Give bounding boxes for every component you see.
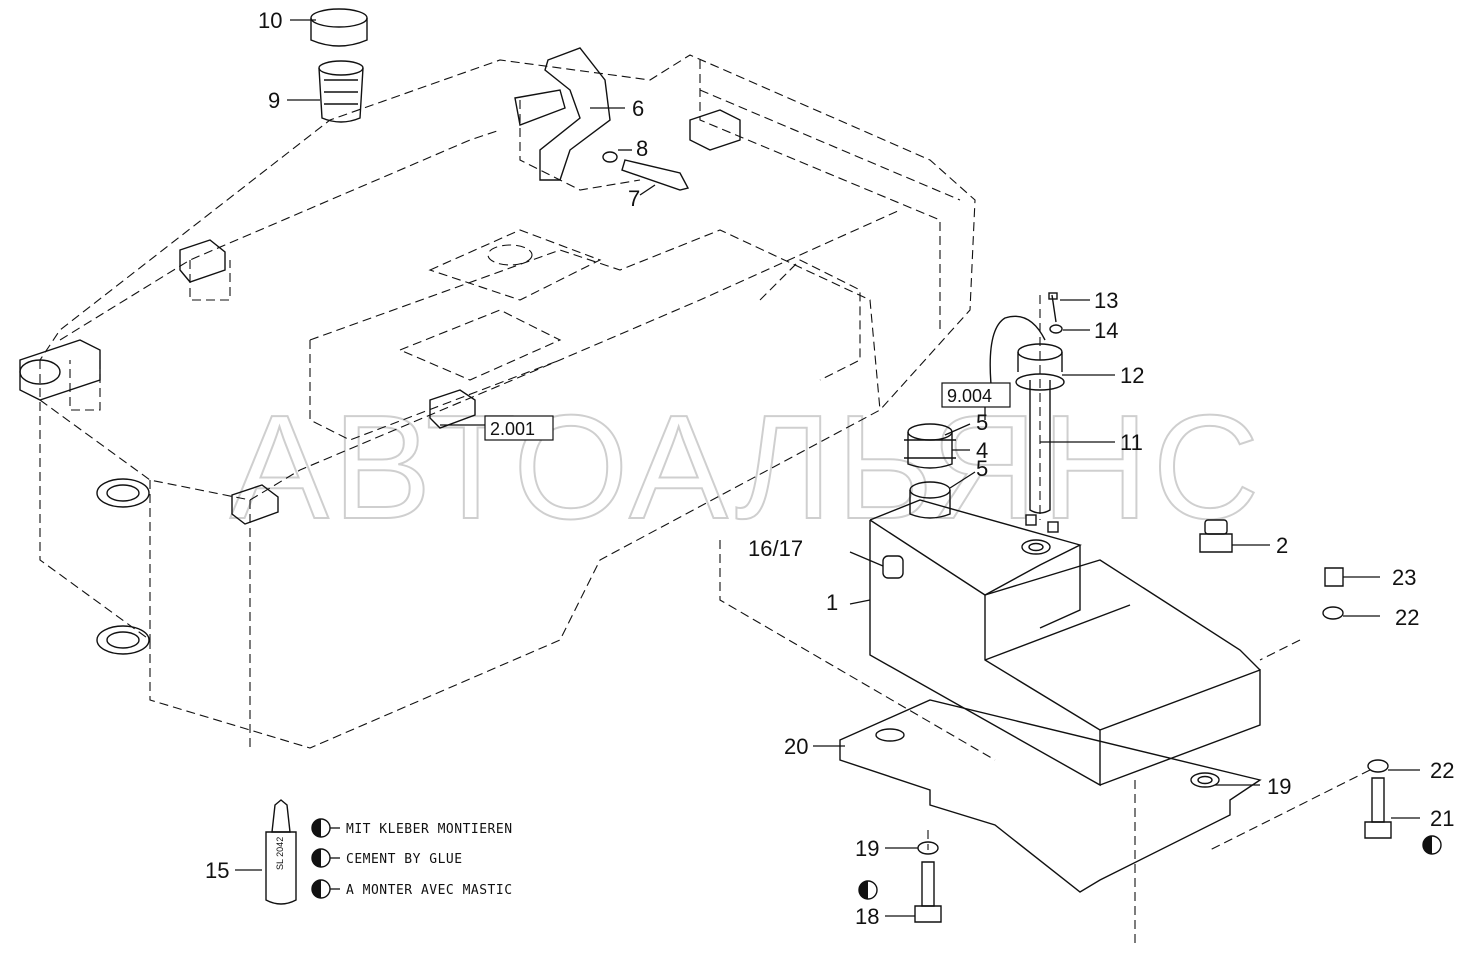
callout-8: 8 <box>636 136 648 161</box>
leader-lines <box>235 19 1420 917</box>
filler-hose <box>514 47 611 181</box>
callout-7: 7 <box>628 186 640 211</box>
callout-19-right: 19 <box>1267 774 1291 799</box>
half-filled-circle-icon <box>1422 835 1442 855</box>
callout-5-top: 5 <box>976 410 988 435</box>
glue-tube-label: SL 2042 <box>275 837 285 870</box>
callout-13: 13 <box>1094 288 1118 313</box>
callout-1: 1 <box>826 590 838 615</box>
callout-16-17: 16/17 <box>748 536 803 561</box>
reference-box-frame: 2.001 <box>484 415 554 441</box>
half-filled-circle-icon <box>311 879 331 899</box>
mounting-plate <box>839 699 1262 893</box>
callout-23: 23 <box>1392 565 1416 590</box>
watermark: АВТОАЛЬЯНС <box>230 385 1263 550</box>
machine-frame <box>19 54 976 749</box>
fuel-tank <box>869 499 1261 787</box>
filler-cap <box>310 8 368 47</box>
callout-4: 4 <box>976 438 988 463</box>
assembly-lines <box>719 295 1371 945</box>
nut-washer <box>1322 567 1344 620</box>
half-filled-circle-icon <box>858 880 878 900</box>
callout-20: 20 <box>784 734 808 759</box>
legend-line-fr: A MONTER AVEC MASTIC <box>346 883 513 898</box>
callout-2: 2 <box>1276 533 1288 558</box>
callout-12: 12 <box>1120 363 1144 388</box>
callout-labels: 10 9 6 8 7 13 14 12 11 5 4 5 16/17 1 2 2… <box>205 8 1454 929</box>
glue-tube: SL 2042 <box>265 799 297 905</box>
legend-line-de: MIT KLEBER MONTIEREN <box>346 822 513 837</box>
hose-bolt <box>602 151 690 191</box>
callout-22-lower: 22 <box>1430 758 1454 783</box>
callout-18: 18 <box>855 904 879 929</box>
bolt-left <box>914 841 942 923</box>
callout-9: 9 <box>268 88 280 113</box>
sender-screw <box>1048 292 1058 300</box>
legend-line-en: CEMENT BY GLUE <box>346 852 463 867</box>
callout-11: 11 <box>1120 430 1143 455</box>
callout-5-bottom: 5 <box>976 456 988 481</box>
bolt-right <box>1364 759 1392 839</box>
callout-15: 15 <box>205 858 229 883</box>
drain-plug <box>1199 519 1233 553</box>
half-filled-circle-icon <box>311 818 331 838</box>
callout-19-left: 19 <box>855 836 879 861</box>
callout-21: 21 <box>1430 806 1454 831</box>
callout-10: 10 <box>258 8 282 33</box>
half-filled-circle-icon <box>311 848 331 868</box>
strainer-basket <box>318 60 364 123</box>
glue-legend: MIT KLEBER MONTIEREN CEMENT BY GLUE A MO… <box>311 818 513 899</box>
callout-14: 14 <box>1094 318 1118 343</box>
callout-22-upper: 22 <box>1395 605 1419 630</box>
reference-2001: 2.001 <box>490 419 535 439</box>
reference-9004: 9.004 <box>947 386 992 406</box>
reference-box-sender: 9.004 <box>941 382 1011 408</box>
callout-6: 6 <box>632 96 644 121</box>
